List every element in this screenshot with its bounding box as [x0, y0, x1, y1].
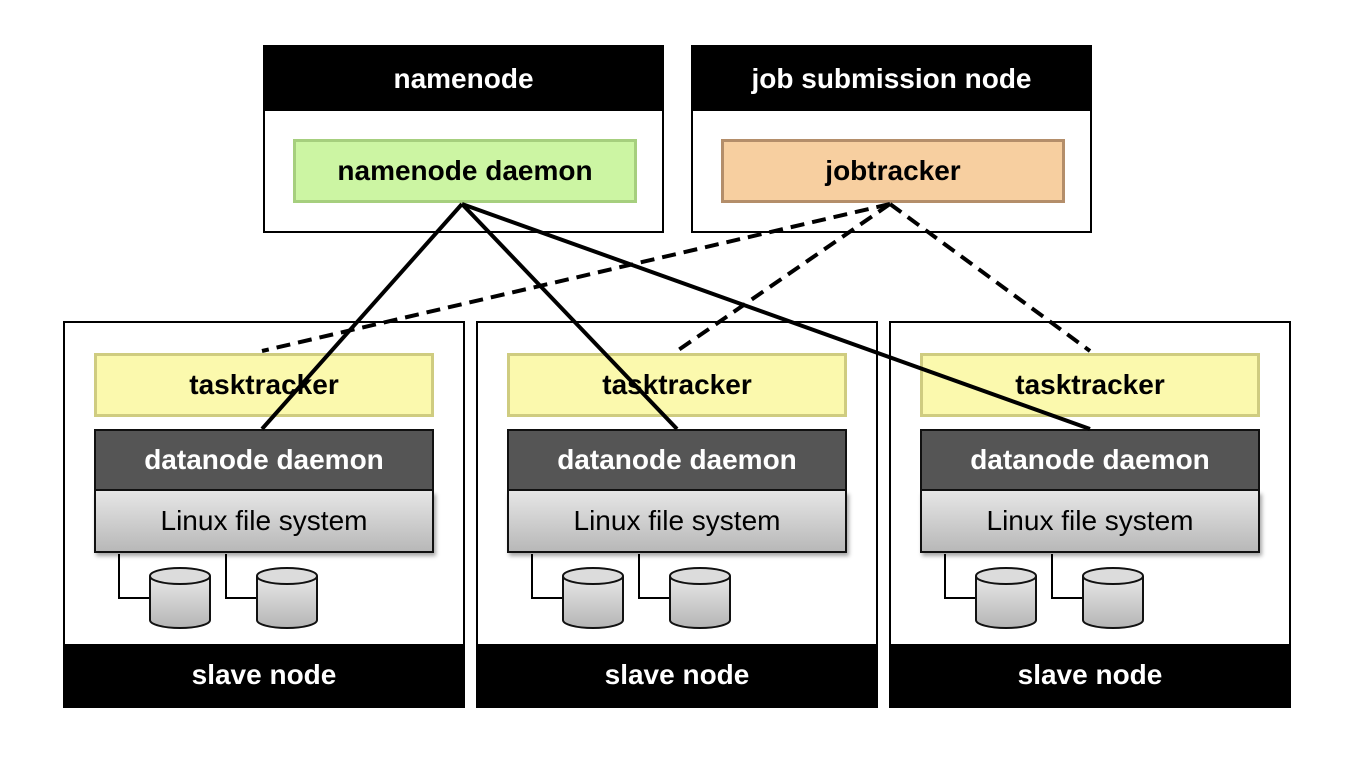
tasktracker: tasktracker	[94, 353, 434, 417]
slave-node-box: tasktracker datanode daemon Linux file s…	[476, 321, 878, 708]
jobtracker-link-1	[261, 202, 891, 353]
datanode-daemon: datanode daemon	[920, 429, 1260, 491]
disk-wire	[1051, 554, 1083, 599]
job-submission-node-title: job submission node	[693, 47, 1090, 111]
namenode-link-1	[260, 202, 464, 431]
disk-wire	[531, 554, 563, 599]
disk-icon	[1082, 567, 1144, 629]
namenode-daemon: namenode daemon	[293, 139, 637, 203]
slave-node-box: tasktracker datanode daemon Linux file s…	[63, 321, 465, 708]
slave-node-box: tasktracker datanode daemon Linux file s…	[889, 321, 1291, 708]
linux-file-system: Linux file system	[920, 491, 1260, 553]
tasktracker: tasktracker	[507, 353, 847, 417]
jobtracker-link-2	[675, 202, 892, 353]
datanode-daemon: datanode daemon	[507, 429, 847, 491]
datanode-daemon: datanode daemon	[94, 429, 434, 491]
jobtracker: jobtracker	[721, 139, 1065, 203]
disk-icon	[975, 567, 1037, 629]
disk-icon	[669, 567, 731, 629]
namenode-link-3	[461, 202, 1091, 431]
jobtracker-link-3	[888, 202, 1092, 353]
linux-file-system: Linux file system	[94, 491, 434, 553]
disk-wire	[225, 554, 257, 599]
disk-wire	[944, 554, 976, 599]
slave-node-title: slave node	[65, 644, 463, 706]
disk-icon	[256, 567, 318, 629]
disk-wire	[118, 554, 150, 599]
namenode-box: namenode namenode daemon	[263, 45, 664, 233]
namenode-title: namenode	[265, 47, 662, 111]
disk-icon	[562, 567, 624, 629]
tasktracker: tasktracker	[920, 353, 1260, 417]
slave-node-title: slave node	[478, 644, 876, 706]
job-submission-node-box: job submission node jobtracker	[691, 45, 1092, 233]
slave-node-title: slave node	[891, 644, 1289, 706]
disk-icon	[149, 567, 211, 629]
linux-file-system: Linux file system	[507, 491, 847, 553]
namenode-link-2	[460, 202, 679, 431]
disk-wire	[638, 554, 670, 599]
